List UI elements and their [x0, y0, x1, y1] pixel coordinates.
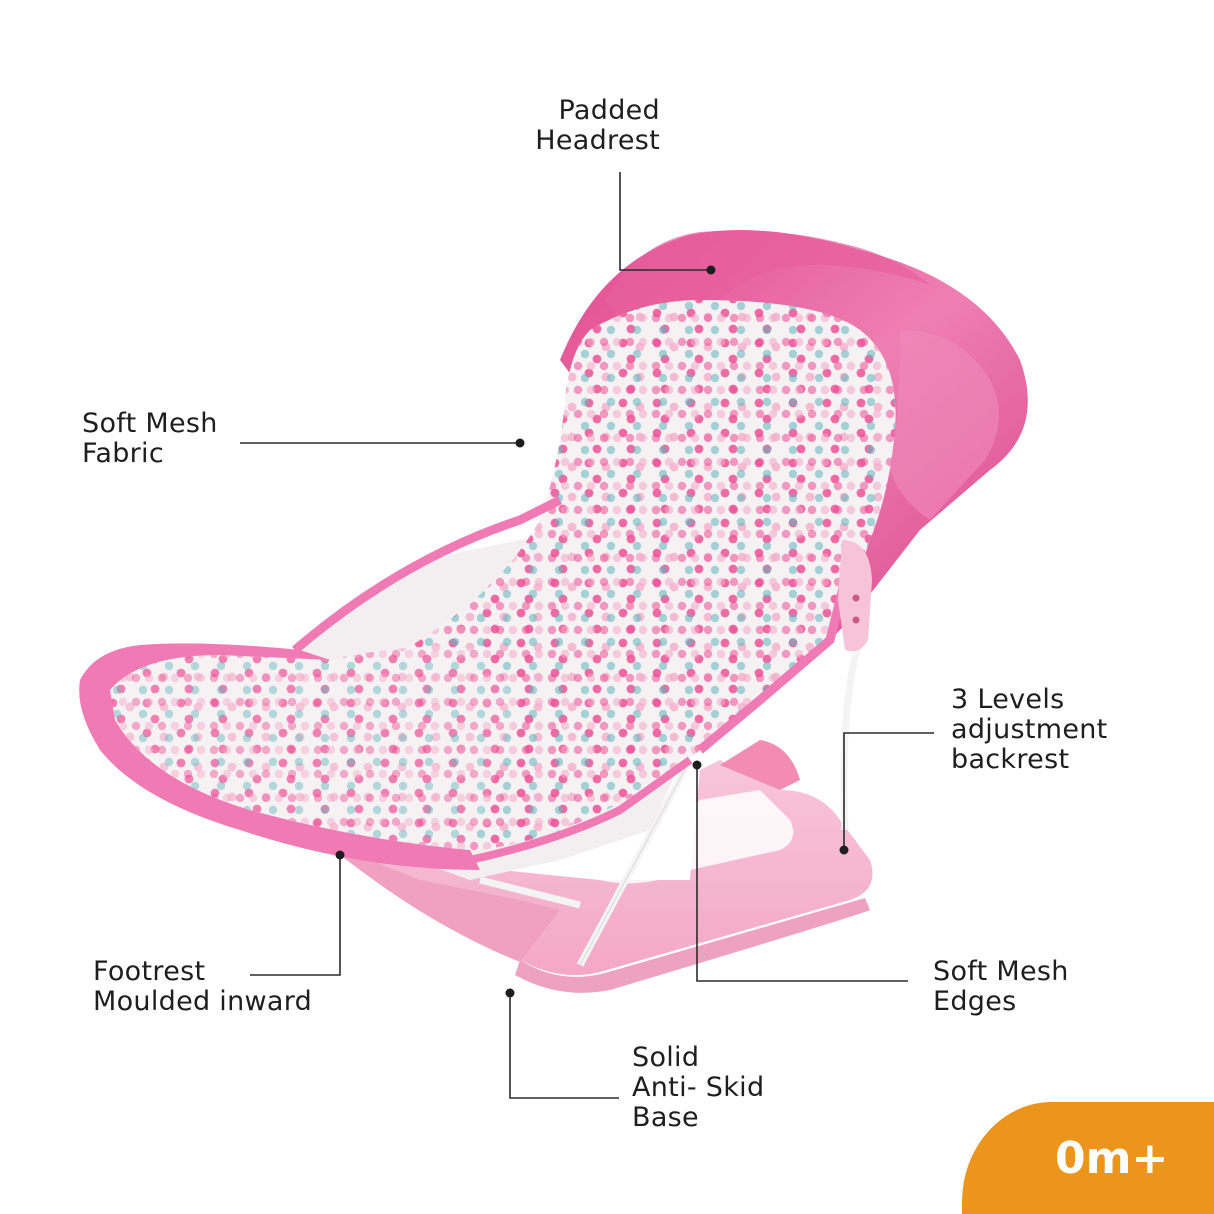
callout-base: Solid Anti- Skid Base: [632, 1043, 764, 1133]
callout-headrest: Padded Headrest: [515, 96, 660, 156]
callout-backrest-line1: 3 Levels: [951, 684, 1065, 715]
callout-footrest-line2: Moulded inward: [93, 986, 313, 1017]
callout-mesh-edges-line2: Edges: [933, 986, 1017, 1017]
callout-mesh-edges: Soft Mesh Edges: [933, 957, 1069, 1017]
callout-headrest-line1: Padded: [558, 95, 660, 126]
callout-footrest-line1: Footrest: [93, 956, 206, 987]
age-badge: [962, 1102, 1214, 1214]
callout-base-line3: Base: [632, 1102, 699, 1133]
callout-mesh-fabric-line2: Fabric: [82, 438, 164, 469]
callout-backrest: 3 Levels adjustment backrest: [951, 685, 1108, 775]
callout-mesh-fabric-line1: Soft Mesh: [82, 408, 218, 439]
callout-base-line2: Anti- Skid: [632, 1072, 765, 1103]
age-badge-label: 0m+: [1055, 1133, 1169, 1184]
callout-mesh-fabric: Soft Mesh Fabric: [82, 409, 218, 469]
callout-mesh-edges-line1: Soft Mesh: [933, 956, 1069, 987]
callout-footrest: Footrest Moulded inward: [93, 957, 312, 1017]
callout-base-line1: Solid: [632, 1042, 700, 1073]
callout-backrest-line3: backrest: [951, 744, 1070, 775]
callout-backrest-line2: adjustment: [951, 714, 1108, 745]
callout-headrest-line2: Headrest: [535, 125, 660, 156]
